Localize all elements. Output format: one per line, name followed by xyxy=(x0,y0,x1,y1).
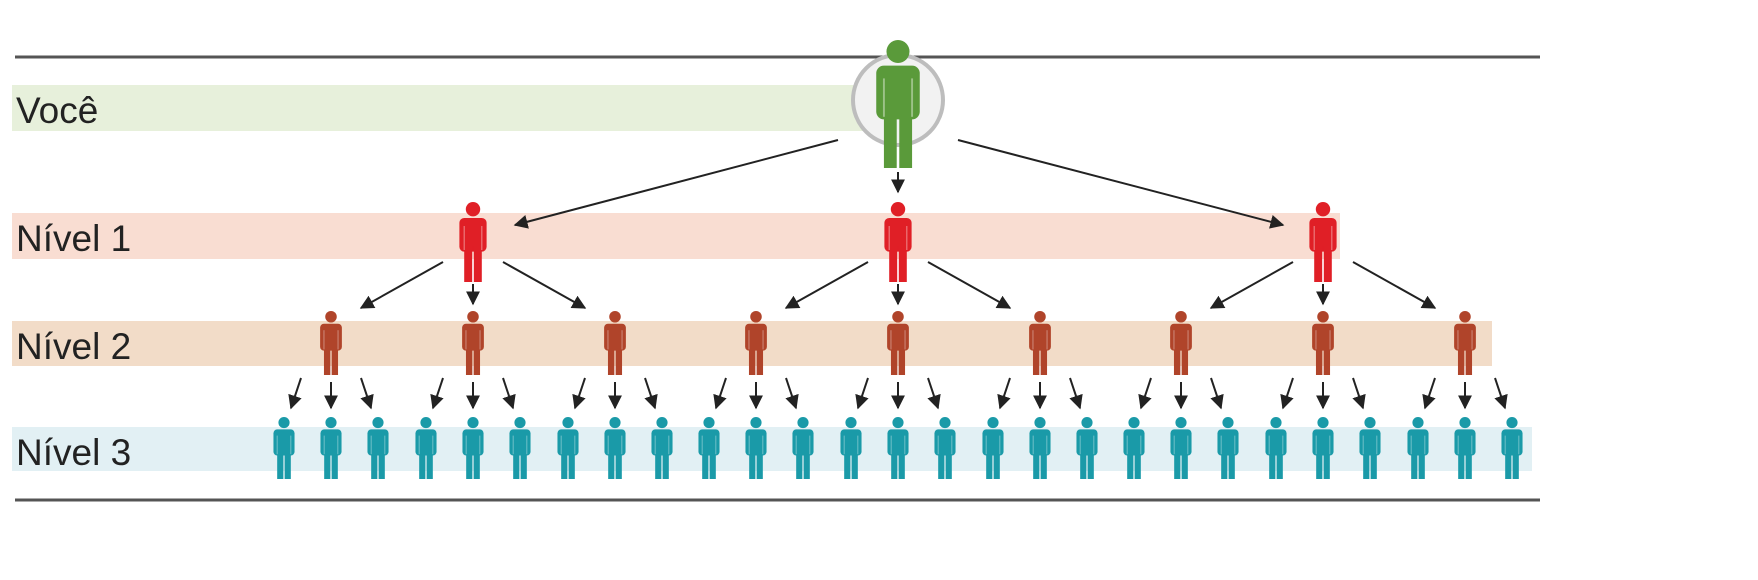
person-level-3-icon xyxy=(1029,417,1051,479)
arrow xyxy=(1138,377,1152,410)
arrow xyxy=(288,377,302,410)
person-you-icon xyxy=(876,40,920,168)
arrow xyxy=(1494,377,1508,410)
arrow xyxy=(784,261,869,309)
person-level-3-icon xyxy=(745,417,767,479)
arrow xyxy=(1069,377,1083,410)
person-level-2-icon xyxy=(1454,311,1476,375)
person-level-3-icon xyxy=(982,417,1004,479)
person-level-3-icon xyxy=(1123,417,1145,479)
person-level-2-icon xyxy=(1029,311,1051,375)
arrow xyxy=(997,377,1011,410)
arrow xyxy=(1210,377,1224,410)
arrow xyxy=(957,139,1285,229)
arrow xyxy=(502,377,516,410)
level-label-nivel-3: Nível 3 xyxy=(16,432,132,473)
level-band xyxy=(12,213,1340,259)
arrow xyxy=(927,377,941,410)
person-level-3-icon xyxy=(840,417,862,479)
arrow xyxy=(502,261,587,309)
arrow xyxy=(359,261,444,309)
arrow xyxy=(360,377,374,410)
person-level-3-icon xyxy=(1265,417,1287,479)
arrow xyxy=(785,377,799,410)
person-level-3-icon xyxy=(1217,417,1239,479)
person-level-3-icon xyxy=(1170,417,1192,479)
arrow xyxy=(1209,261,1294,309)
person-level-1-icon xyxy=(459,202,487,282)
person-level-3-icon xyxy=(320,417,342,479)
person-level-3-icon xyxy=(604,417,626,479)
level-label-voce: Você xyxy=(16,90,99,131)
person-level-3-icon xyxy=(509,417,531,479)
level-label-nivel-2: Nível 2 xyxy=(16,326,132,367)
person-level-3-icon xyxy=(415,417,437,479)
person-level-2-icon xyxy=(604,311,626,375)
person-level-3-icon xyxy=(273,417,295,479)
person-level-3-icon xyxy=(462,417,484,479)
person-level-3-icon xyxy=(1501,417,1523,479)
person-level-2-icon xyxy=(1312,311,1334,375)
person-level-3-icon xyxy=(1076,417,1098,479)
person-level-2-icon xyxy=(887,311,909,375)
arrow xyxy=(1352,377,1366,410)
person-level-2-icon xyxy=(1170,311,1192,375)
arrow xyxy=(1280,377,1294,410)
person-level-3-icon xyxy=(698,417,720,479)
person-level-3-icon xyxy=(1359,417,1381,479)
person-level-1-icon xyxy=(884,202,912,282)
arrow xyxy=(927,261,1012,309)
arrow xyxy=(1352,261,1437,309)
arrow xyxy=(430,377,444,410)
arrow xyxy=(713,377,727,410)
level-label-nivel-1: Nível 1 xyxy=(16,218,132,259)
person-level-3-icon xyxy=(1454,417,1476,479)
person-level-3-icon xyxy=(934,417,956,479)
arrow xyxy=(644,377,658,410)
arrow xyxy=(855,377,869,410)
level-band xyxy=(12,85,870,131)
person-level-3-icon xyxy=(1407,417,1429,479)
level-band xyxy=(12,427,1532,471)
person-level-3-icon xyxy=(557,417,579,479)
arrow xyxy=(513,139,839,229)
person-level-3-icon xyxy=(651,417,673,479)
person-level-1-icon xyxy=(1309,202,1337,282)
arrow xyxy=(1422,377,1436,410)
person-level-3-icon xyxy=(792,417,814,479)
person-level-3-icon xyxy=(1312,417,1334,479)
arrow xyxy=(572,377,586,410)
person-level-2-icon xyxy=(320,311,342,375)
person-level-2-icon xyxy=(462,311,484,375)
person-level-3-icon xyxy=(887,417,909,479)
person-level-2-icon xyxy=(745,311,767,375)
person-level-3-icon xyxy=(367,417,389,479)
